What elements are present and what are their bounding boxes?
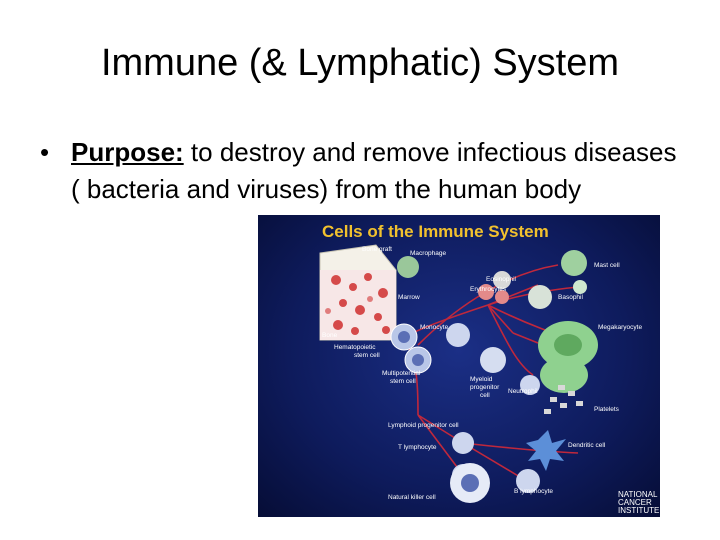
label-t-lymphocyte: T lymphocyte	[398, 444, 437, 451]
label-erythrocytes: Erythrocytes	[470, 286, 507, 293]
dendritic-cell	[526, 430, 566, 471]
slide-title: Immune (& Lymphatic) System	[100, 42, 620, 84]
bullet-dot: •	[40, 137, 50, 167]
neutrophil-cell	[520, 375, 540, 395]
label-multipotential-2: stem cell	[390, 378, 416, 385]
label-megakaryocyte: Megakaryocyte	[598, 324, 642, 331]
label-macrophage: Macrophage	[410, 250, 447, 257]
logo-line-3: INSTITUTE	[618, 506, 659, 515]
immune-cells-figure: Cells of the Immune System	[258, 215, 660, 517]
basophil-cell	[528, 285, 552, 309]
label-bone-graft: Bone graft	[362, 246, 392, 253]
myeloid-cell	[480, 347, 506, 373]
eosinophil-cell	[493, 271, 511, 289]
platelets-group	[544, 385, 583, 414]
label-basophil: Basophil	[558, 294, 583, 301]
cells	[390, 250, 598, 503]
label-platelets: Platelets	[594, 406, 620, 413]
lymphoid-cell	[452, 432, 474, 454]
label-hematopoietic-2: stem cell	[354, 352, 380, 359]
figure-labels: Bone graft Macrophage Mast cell Eosinoph…	[322, 246, 642, 501]
label-lymphoid: Lymphoid progenitor cell	[388, 422, 459, 429]
logo-line-1: NATIONAL	[618, 490, 658, 499]
immune-cells-diagram: Cells of the Immune System	[319, 222, 659, 515]
label-nk-cell: Natural killer cell	[388, 494, 436, 501]
label-multipotential-1: Multipotential	[382, 370, 421, 377]
label-b-lymphocyte: B lymphocyte	[514, 488, 553, 495]
bullet-purpose: • Purpose: to destroy and remove infecti…	[40, 134, 680, 208]
erythrocyte-cell	[478, 284, 494, 300]
label-myeloid-1: Myeloid	[470, 376, 493, 383]
label-hematopoietic-1: Hematopoietic	[334, 344, 376, 351]
label-dendritic: Dendritic cell	[568, 442, 606, 449]
label-monocyte: Monocyte	[420, 324, 449, 331]
label-marrow: Marrow	[398, 294, 420, 301]
label-mast-cell: Mast cell	[594, 262, 620, 269]
figure-title: Cells of the Immune System	[322, 222, 549, 241]
label-myeloid-3: cell	[480, 392, 490, 399]
monocyte-cell	[446, 323, 470, 347]
nci-logo: NATIONAL CANCER INSTITUTE	[618, 490, 659, 515]
label-bone: Bone	[322, 332, 338, 339]
label-eosinophil: Eosinophil	[486, 276, 517, 283]
bone-graft-illustration	[319, 244, 397, 341]
label-neutrophil: Neutrophil	[508, 388, 538, 395]
bullet-body: to destroy and remove infectious disease…	[71, 137, 677, 204]
mast-cell	[561, 250, 587, 276]
logo-line-2: CANCER	[618, 498, 652, 507]
bullet-text: Purpose: to destroy and remove infectiou…	[71, 134, 680, 208]
b-lymphocyte-cell	[516, 469, 540, 493]
bullet-label: Purpose:	[71, 137, 184, 167]
macrophage-cell	[397, 256, 419, 278]
label-myeloid-2: progenitor	[470, 384, 500, 391]
